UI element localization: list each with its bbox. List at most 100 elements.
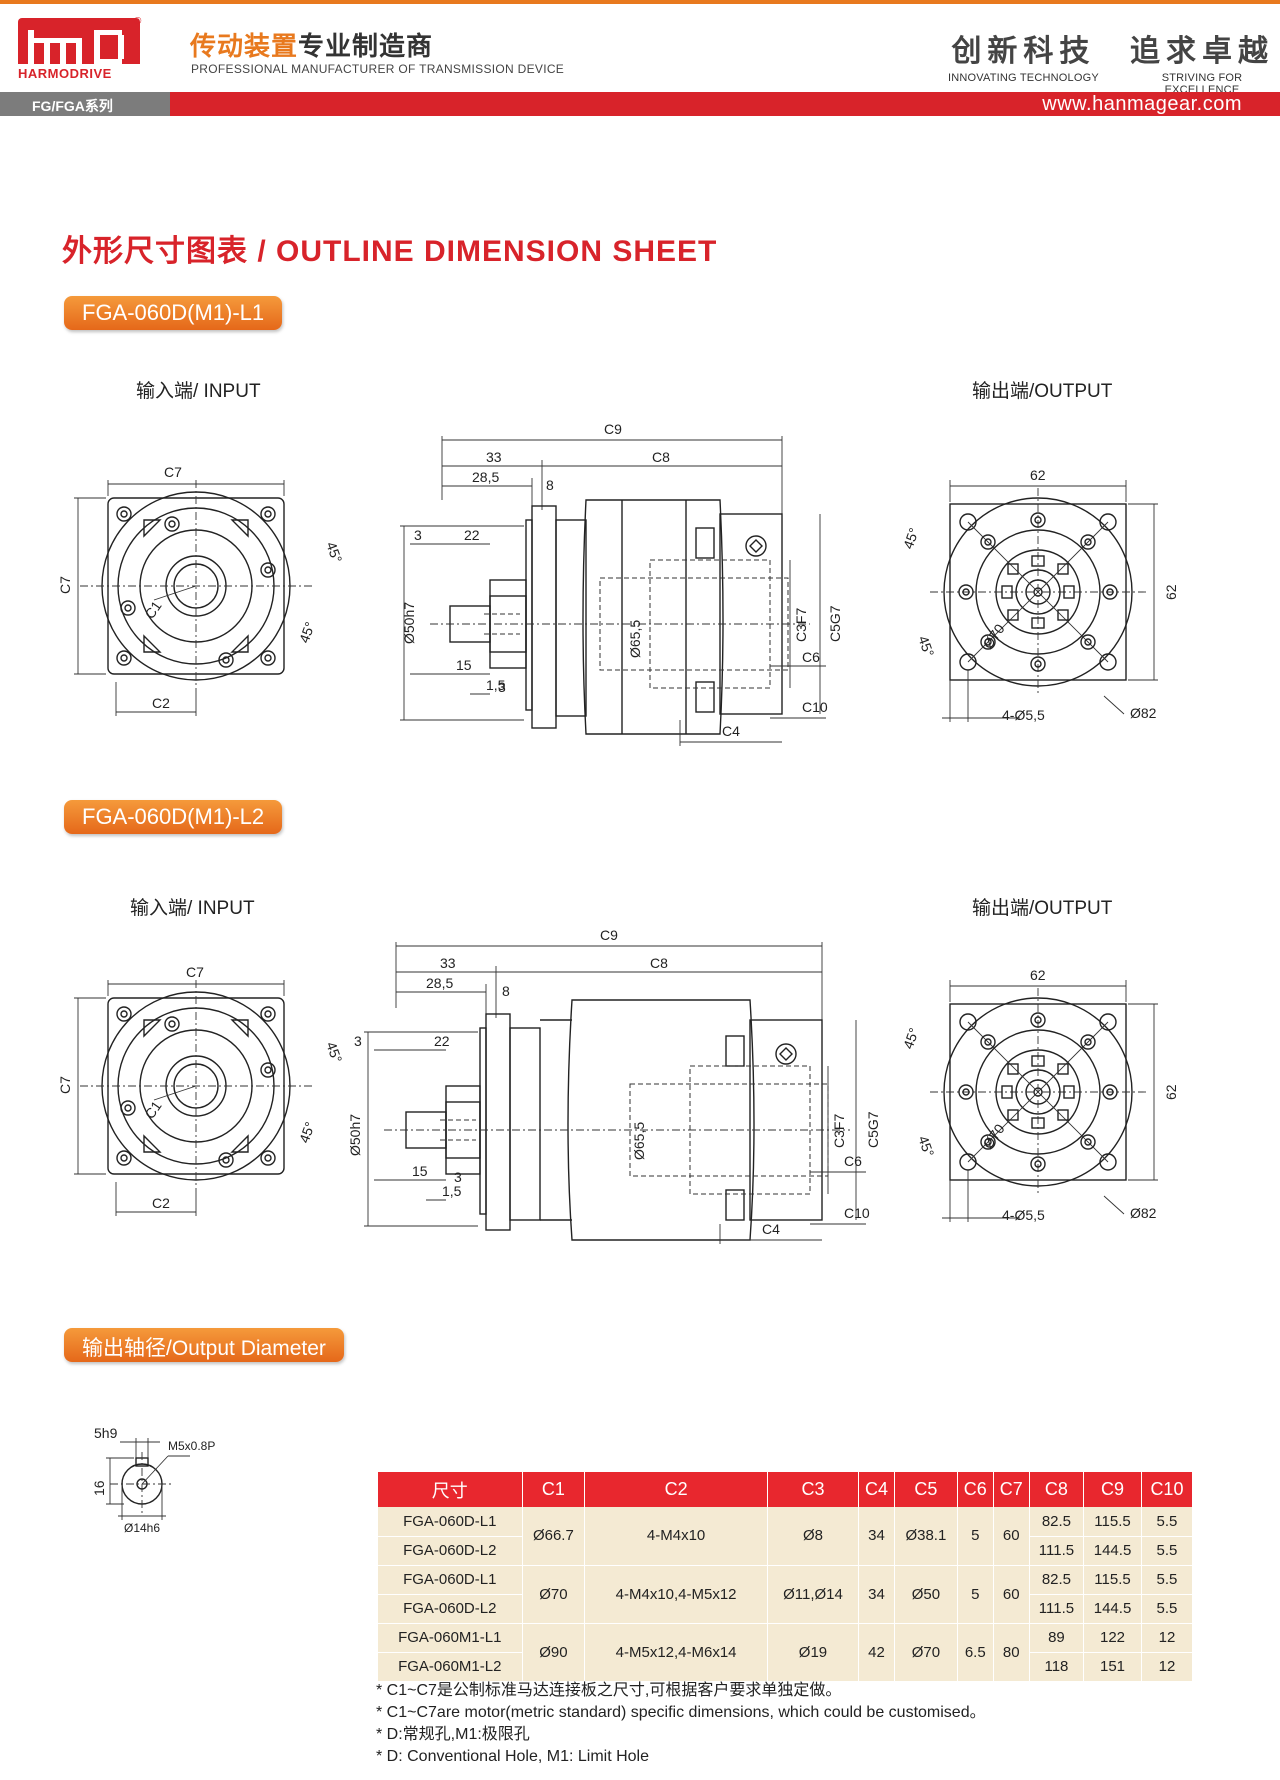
footnote: * C1~C7是公制标准马达连接板之尺寸,可根据客户要求单独定做。 (376, 1682, 842, 1699)
input-view-label-l1: 输入端/ INPUT (136, 381, 261, 402)
dim-phi82: Ø82 (1130, 705, 1157, 721)
series-label: FG/FGA系列 (32, 98, 113, 114)
table-header-cell: C4 (858, 1472, 895, 1507)
l2-input-view-drawing: C7 C7 C2 C1 45° 45° (57, 964, 345, 1216)
table-row: FGA-060M1-L1 Ø90 4-M5x12,4-M6x14 Ø19 42 … (378, 1623, 1194, 1682)
keyway-dim-phi14: Ø14h6 (124, 1521, 160, 1535)
l2-out-angle-45-top: 45° (900, 1026, 922, 1051)
table-row: FGA-060D-L2 111.5 144.5 5.5 (378, 1536, 1194, 1566)
table-header-cell: C10 (1141, 1472, 1194, 1507)
company-tagline-cn: 传动装置专业制造商 (190, 31, 434, 61)
l1-side-view-drawing: C9 33 C8 28,5 8 Ø50h7 Ø65,5 3 22 15 1,5 … (400, 421, 843, 746)
l2-dim-c7-top: C7 (186, 964, 204, 980)
dim-c10: C10 (802, 699, 828, 715)
table-header-cell: C7 (993, 1472, 1030, 1507)
footnotes: * C1~C7是公制标准马达连接板之尺寸,可根据客户要求单独定做。 * C1~C… (376, 1680, 986, 1768)
table-header-cell: C5 (894, 1472, 958, 1507)
out-angle-45-bottom: 45° (915, 634, 937, 659)
dim-c8: C8 (652, 449, 670, 465)
slogan-innovation: 创新科技 INNOVATING TECHNOLOGY (948, 34, 1099, 84)
l2-dim-angle-45-bottom: 45° (296, 1120, 318, 1145)
dim-c5g7: C5G7 (827, 605, 843, 642)
l2-dim-22: 22 (434, 1033, 450, 1049)
dim-28-5: 28,5 (472, 469, 499, 485)
keyway-dim-16: 16 (91, 1480, 107, 1496)
footnote: * C1~C7are motor(metric standard) specif… (376, 1704, 986, 1721)
registered-mark: ® (134, 16, 142, 27)
l2-dim-c7-left: C7 (57, 1076, 73, 1094)
dim-c4: C4 (722, 723, 740, 739)
l2-output-view-drawing: 62 62 45° 45° Ø70 4-Ø5,5 Ø82 (900, 967, 1179, 1223)
l2-side-view-drawing: C9 33 C8 28,5 8 Ø50h7 Ø65,5 3 22 15 1,5 … (347, 927, 881, 1244)
dim-phi65-5: Ø65,5 (627, 620, 643, 658)
dim-3-bottom: 3 (498, 679, 506, 695)
l2-dim-c2: C2 (152, 1195, 170, 1211)
table-header-cell: C2 (584, 1472, 768, 1507)
dim-33: 33 (486, 449, 502, 465)
table-header-cell: C8 (1029, 1472, 1085, 1507)
section-pill-output-diameter: 输出轴径/Output Diameter (64, 1328, 344, 1362)
l2-dim-c3f7: C3F7 (831, 1114, 847, 1148)
out-angle-45-top: 45° (900, 526, 922, 551)
dim-62-right: 62 (1163, 584, 1179, 600)
dim-3-top: 3 (414, 527, 422, 543)
keyway-dim-5h9: 5h9 (94, 1425, 118, 1441)
hmd-logo-mark (18, 18, 140, 64)
l2-dim-c10: C10 (844, 1205, 870, 1221)
footnote: * D: Conventional Hole, M1: Limit Hole (376, 1748, 650, 1765)
l1-output-view-drawing: 62 62 45° 45° Ø70 4-Ø5,5 Ø82 (900, 467, 1179, 723)
output-shaft-keyway-drawing: 5h9 16 M5x0.8P Ø14h6 (91, 1425, 215, 1535)
l2-dim-3-bottom: 3 (454, 1169, 462, 1185)
l2-dim-62-right: 62 (1163, 1084, 1179, 1100)
company-logo: HARMODRIVE (18, 18, 143, 82)
dim-c1: C1 (141, 598, 164, 622)
table-header-cell: C3 (767, 1472, 860, 1507)
section-pill-l2: FGA-060D(M1)-L2 (64, 800, 283, 834)
table-header-cell: 尺寸 (378, 1472, 523, 1507)
website-link[interactable]: www.hanmagear.com (1042, 93, 1242, 115)
dim-c9: C9 (604, 421, 622, 437)
table-row: FGA-060M1-L2 118 151 12 (378, 1652, 1194, 1682)
dim-phi50h7: Ø50h7 (401, 602, 417, 644)
table-header-cell: C6 (957, 1472, 994, 1507)
l2-dim-1-5: 1,5 (442, 1183, 462, 1199)
l2-dim-c9: C9 (600, 927, 618, 943)
dim-c2: C2 (152, 695, 170, 711)
top-accent-line (0, 0, 1280, 4)
l2-dim-33: 33 (440, 955, 456, 971)
l2-dim-c5g7: C5G7 (865, 1111, 881, 1148)
table-header-cell: C9 (1083, 1472, 1142, 1507)
l2-out-angle-45-bottom: 45° (915, 1134, 937, 1159)
l2-dim-c8: C8 (650, 955, 668, 971)
table-header-cell: C1 (522, 1472, 586, 1507)
l2-dim-holes: 4-Ø5,5 (1002, 1207, 1045, 1223)
l2-dim-phi65-5: Ø65,5 (631, 1122, 647, 1160)
l2-dim-3-top: 3 (354, 1033, 362, 1049)
l2-dim-8: 8 (502, 983, 510, 999)
dimension-table: 尺寸 C1 C2 C3 C4 C5 C6 C7 C8 C9 C10 FGA-06… (378, 1472, 1194, 1682)
dim-1-5: 1,5 (486, 677, 506, 693)
l2-dim-phi50h7: Ø50h7 (347, 1114, 363, 1156)
l2-dim-angle-45-top: 45° (323, 1040, 345, 1065)
l2-dim-c4: C4 (762, 1221, 780, 1237)
footnote: * D:常规孔,M1:极限孔 (376, 1726, 530, 1743)
table-header-row: 尺寸 C1 C2 C3 C4 C5 C6 C7 C8 C9 C10 (378, 1472, 1194, 1507)
dim-holes: 4-Ø5,5 (1002, 707, 1045, 723)
dim-c7-top: C7 (164, 464, 182, 480)
page-title: 外形尺寸图表 / OUTLINE DIMENSION SHEET (62, 235, 718, 268)
dim-15: 15 (456, 657, 472, 673)
l2-dim-28-5: 28,5 (426, 975, 453, 991)
dim-c6: C6 (802, 649, 820, 665)
l1-input-view-drawing: C7 C7 C2 C1 45° 45° (57, 464, 345, 716)
output-view-label-l2: 输出端/OUTPUT (972, 898, 1113, 919)
l2-dim-62-top: 62 (1030, 967, 1046, 983)
dim-c3f7: C3F7 (793, 608, 809, 642)
logo-wordmark: HARMODRIVE (18, 66, 112, 81)
keyway-dim-m5: M5x0.8P (168, 1439, 215, 1453)
l2-dim-c6: C6 (844, 1153, 862, 1169)
table-row: FGA-060D-L2 111.5 144.5 5.5 (378, 1594, 1194, 1624)
website-bar (170, 92, 1280, 116)
section-pill-l1: FGA-060D(M1)-L1 (64, 296, 283, 330)
company-tagline-en: PROFESSIONAL MANUFACTURER OF TRANSMISSIO… (191, 62, 565, 76)
dim-angle-45-bottom: 45° (296, 620, 318, 645)
